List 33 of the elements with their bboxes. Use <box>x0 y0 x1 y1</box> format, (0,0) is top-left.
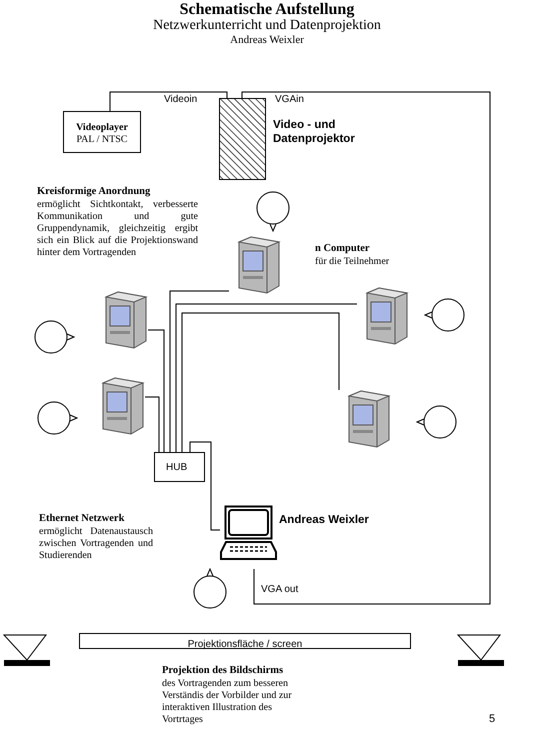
device-name: Videoplayer <box>75 122 129 134</box>
device-caption: Video - und Datenprojektor <box>273 118 356 146</box>
note-text: des Vortragenden zum besseren Verständis der Vorbilder und zur interaktiven Illustration des Vortrtages <box>162 678 293 726</box>
cable-line <box>190 442 220 530</box>
device-caption: Andreas Weixler <box>279 513 370 527</box>
note-heading: Kreisformige Anordnung <box>37 186 150 197</box>
projector-drawing <box>219 98 266 180</box>
port-label: VGAin <box>275 94 304 105</box>
device-box <box>63 111 141 153</box>
projection-screen <box>79 633 411 649</box>
cable-line <box>182 312 340 452</box>
cable-line <box>176 304 358 452</box>
screen-label: Projektionsfläche / screen <box>188 638 302 651</box>
note-heading: Ethernet Netzwerk <box>39 513 124 524</box>
edge-label: Videoin <box>163 94 198 105</box>
note-text: ermöglicht Sichtkontakt, verbesserte Kommunikation und gute Gruppendynamik, gleichzeitig ergibt sich ein Blick auf die Projektionswand hinter dem Vortragenden <box>37 199 198 259</box>
note-heading: Projektion des Bildschirms <box>162 665 284 676</box>
note-heading: n Computer <box>315 243 370 254</box>
cable-line <box>170 290 230 452</box>
cable-line <box>144 396 160 452</box>
device-format: PAL / NTSC <box>76 134 128 146</box>
hub-box <box>154 452 205 482</box>
cable-line <box>242 92 490 604</box>
note-text: für die Teilnehmer <box>315 256 390 267</box>
author: Andreas Weixler <box>229 34 305 46</box>
note-text: ermöglicht Datenaustausch zwischen Vortragenden und Studierenden <box>39 526 153 562</box>
subtitle: Netzwerkunterricht und Datenprojektion <box>152 18 382 34</box>
edge-label: VGA out <box>260 584 300 595</box>
cable-line <box>110 92 228 112</box>
cable-line <box>148 330 164 452</box>
title: Schematische Aufstellung <box>178 1 356 19</box>
hub-label: HUB <box>166 462 188 473</box>
page-number: 5 <box>489 713 496 725</box>
